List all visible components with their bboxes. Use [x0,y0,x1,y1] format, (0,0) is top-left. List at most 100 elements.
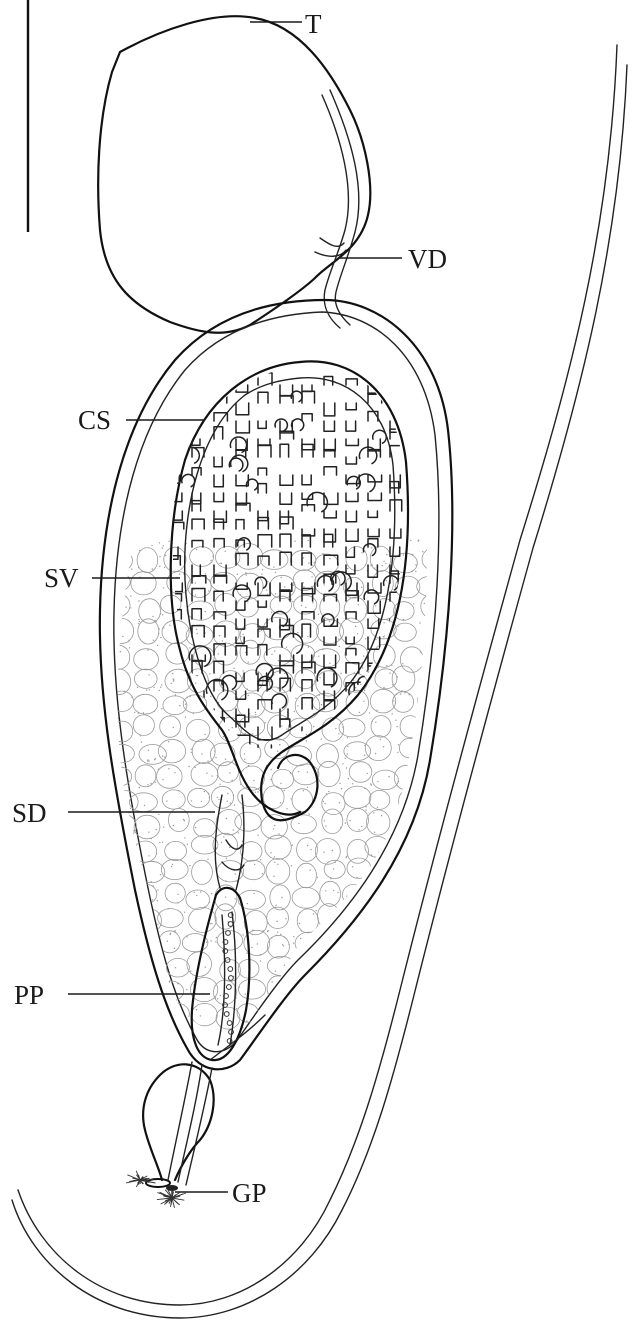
stipple-dot [138,623,139,624]
stipple-dot [203,1031,204,1032]
stipple-dot [235,898,236,899]
stipple-dot [380,923,381,924]
prostatic-cell [186,719,210,741]
stipple-dot [409,890,410,891]
stipple-dot [121,1018,122,1019]
prostatic-cell [107,1007,132,1031]
stipple-dot [138,713,139,714]
stipple-dot [360,684,361,685]
stipple-dot [427,764,428,765]
stipple-dot [370,565,371,566]
prostatic-cell [104,933,130,956]
stipple-dot [242,934,243,935]
stipple-dot [194,892,195,893]
stipple-dot [271,769,272,770]
stipple-dot [237,549,238,550]
stipple-dot [207,761,208,762]
stipple-dot [355,687,356,688]
stipple-dot [129,647,130,648]
stipple-dot [424,603,425,604]
stipple-dot [230,644,231,645]
stipple-dot [162,842,163,843]
stipple-dot [359,712,360,713]
stipple-dot [284,965,285,966]
stipple-dot [392,713,393,714]
stipple-dot [195,767,196,768]
vesicle-loop [180,416,199,434]
stipple-dot [390,831,391,832]
stipple-dot [162,614,163,615]
stipple-dot [380,739,381,740]
prostatic-cell [427,1005,451,1029]
stipple-dot [305,607,306,608]
prostatic-cell [295,932,323,955]
stipple-dot [200,1015,201,1016]
stipple-dot [186,989,187,990]
stipple-dot [164,567,165,568]
stipple-dot [195,594,196,595]
stipple-dot [141,741,142,742]
prostatic-cell [211,786,233,808]
stipple-dot [184,845,185,846]
stipple-dot [233,668,234,669]
stipple-dot [290,798,291,799]
stipple-dot [330,1011,331,1012]
stipple-dot [236,1008,237,1009]
prostatic-cell [110,978,136,1001]
stipple-dot [401,853,402,854]
stipple-dot [393,943,394,944]
vesicle-loop [179,719,196,736]
stipple-dot [383,622,384,623]
stipple-dot [141,1021,142,1022]
stipple-dot [350,959,351,960]
stipple-dot [121,859,122,860]
stipple-dot [116,736,117,737]
stipple-dot [314,681,315,682]
prostatic-cell [104,593,130,617]
stipple-dot [255,792,256,793]
prostatic-cell [105,960,131,980]
stipple-dot [168,768,169,769]
stipple-dot [160,637,161,638]
stipple-dot [340,814,341,815]
prostatic-cells [104,539,451,1040]
prostatic-cell [139,745,166,765]
stipple-dot [238,832,239,833]
stipple-dot [257,791,258,792]
stipple-dot [137,941,138,942]
stipple-dot [173,727,174,728]
stipple-dot [191,749,192,750]
stipple-dot [328,1019,329,1020]
stipple-dot [392,684,393,685]
stipple-dot [215,941,216,942]
stipple-dot [205,573,206,574]
stipple-dot [312,602,313,603]
stipple-dot [372,925,373,926]
stipple-dot [365,806,366,807]
stipple-dot [233,829,234,830]
stipple-dot [392,989,393,990]
vesicle-loop [332,572,351,590]
stipple-dot [160,972,161,973]
stipple-dot [214,751,215,752]
stipple-dot [260,859,261,860]
prostatic-cell [318,761,340,786]
stipple-dot [267,581,268,582]
stipple-dot [361,587,362,588]
prostatic-cell [396,887,418,906]
stipple-dot [419,622,420,623]
stipple-dot [375,722,376,723]
stipple-dot [312,831,313,832]
stipple-dot [275,593,276,594]
prostatic-cell [370,689,395,713]
stipple-dot [159,556,160,557]
label-sd: SD [12,798,47,828]
stipple-dot [138,567,139,568]
stipple-dot [208,793,209,794]
stipple-dot [422,991,423,992]
stipple-dot [120,651,121,652]
stipple-dot [217,998,218,999]
prostatic-cell [320,881,341,906]
stipple-dot [175,930,176,931]
stipple-dot [133,830,134,831]
